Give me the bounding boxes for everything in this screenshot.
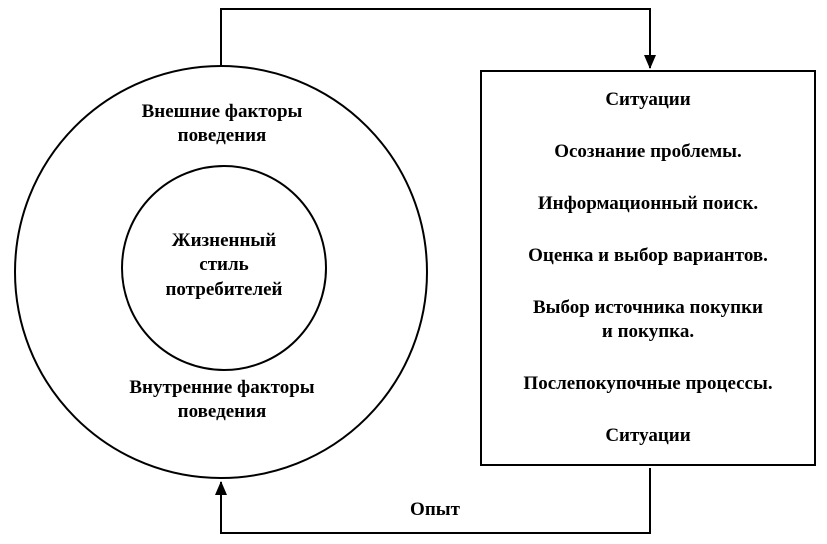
internal-factors-label: Внутренние факторы поведения <box>129 377 315 423</box>
experience-label: Опыт <box>410 499 460 520</box>
external-factors-label: Внешние факторы поведения <box>141 101 303 147</box>
process-step-problem-recognition: Осознание проблемы. <box>554 140 742 162</box>
process-step-post-purchase: Послепокупочные процессы. <box>523 372 773 394</box>
inner-circle <box>121 165 327 371</box>
process-step-purchase-source: Выбор источника покупки и покупка. <box>532 296 764 342</box>
process-step-situations-top: Ситуации <box>605 89 691 110</box>
bottom-flow-arrow <box>215 468 651 534</box>
top-flow-arrow <box>220 8 656 69</box>
process-step-information-search: Информационный поиск. <box>537 192 759 214</box>
lifestyle-label: Жизненный стиль потребителей <box>165 230 283 300</box>
process-step-evaluation: Оценка и выбор вариантов. <box>528 244 768 266</box>
process-box: Ситуации Осознание проблемы. Информацион… <box>480 70 816 466</box>
process-step-situations-bottom: Ситуации <box>605 424 691 446</box>
